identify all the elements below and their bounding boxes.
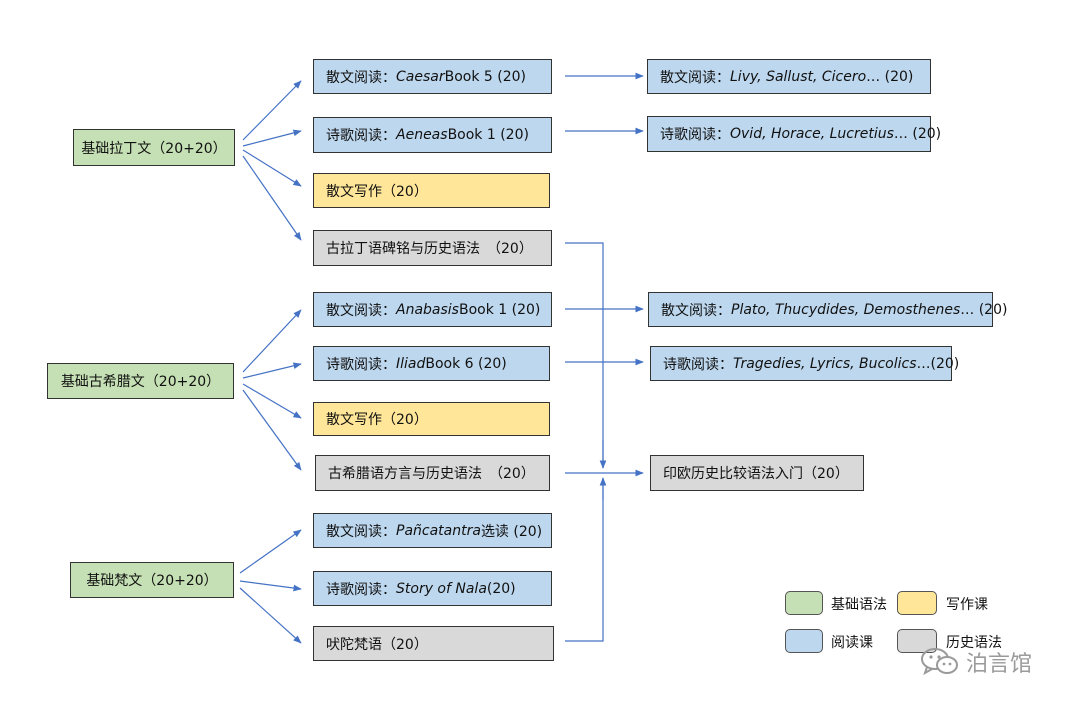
node-latin-poetry-read: 诗歌阅读：Aeneas Book 1 (20): [313, 117, 552, 153]
watermark-text: 泊言馆: [966, 652, 1033, 677]
node-title: Tragedies, Lyrics, Bucolics: [733, 355, 917, 372]
node-greek-prose-write: 散文写作（20）: [313, 402, 550, 436]
legend-label-reading: 阅读课: [831, 635, 873, 651]
node-prefix: 诗歌阅读：: [663, 356, 733, 373]
node-title: Story of Nala: [396, 580, 487, 597]
node-suffix: (20): [486, 580, 516, 597]
node-greek-poetry-read: 诗歌阅读：Iliad Book 6 (20): [313, 346, 550, 381]
node-suffix: … (20): [960, 301, 1008, 318]
node-suffix: Book 5 (20): [444, 68, 526, 85]
node-latin-epigraphy: 古拉丁语碑铭与历史语法 （20）: [313, 230, 552, 266]
node-prefix: 散文阅读：: [660, 69, 730, 86]
node-title: Caesar: [396, 68, 445, 85]
node-title: Iliad: [396, 355, 426, 372]
node-greek-prose-adv: 散文阅读：Plato, Thucydides, Demosthenes… (20…: [648, 292, 1007, 327]
node-title: Pañcatantra: [396, 522, 481, 539]
node-prefix: 诗歌阅读：: [326, 581, 396, 598]
node-greek-dialects: 古希腊语方言与历史语法 （20）: [315, 455, 550, 491]
node-prefix: 散文阅读：: [326, 523, 396, 540]
node-suffix: Book 1 (20): [447, 127, 529, 143]
arrow: [239, 580, 302, 592]
node-prefix: 诗歌阅读：: [326, 128, 396, 144]
arrow: [242, 129, 302, 147]
node-title: Ovid, Horace, Lucretius: [730, 126, 894, 142]
node-prefix: 诗歌阅读：: [326, 356, 396, 373]
node-prefix: 散文阅读：: [326, 69, 396, 86]
node-title: Anabasis: [396, 301, 459, 318]
legend-swatch-green: [785, 591, 823, 615]
node-latin-prose-write: 散文写作（20）: [313, 173, 550, 208]
node-prefix: 诗歌阅读：: [660, 127, 730, 143]
arrow: [242, 149, 302, 187]
arrow: [242, 155, 302, 241]
node-prefix: 散文阅读：: [326, 302, 396, 319]
legend-label-writing: 写作课: [946, 597, 988, 613]
node-latin-base: 基础拉丁文（20+20）: [73, 129, 235, 166]
node-suffix: 选读 (20): [480, 523, 543, 540]
node-latin-prose-adv: 散文阅读：Livy, Sallust, Cicero… (20): [647, 59, 931, 94]
arrow: [239, 587, 302, 644]
node-sanskrit-poetry-read: 诗歌阅读：Story of Nala (20): [313, 571, 552, 606]
node-title: Plato, Thucydides, Demosthenes: [731, 301, 961, 318]
node-suffix: …(20): [916, 355, 960, 372]
legend-label-basic: 基础语法: [831, 597, 887, 613]
node-suffix: … (20): [866, 68, 914, 85]
node-ie-intro: 印欧历史比较语法入门（20）: [650, 455, 864, 491]
node-title: Aeneas: [396, 127, 448, 143]
node-vedic: 吠陀梵语（20）: [313, 626, 554, 661]
node-latin-poetry-adv: 诗歌阅读：Ovid, Horace, Lucretius… (20): [647, 116, 941, 152]
node-suffix: Book 1 (20): [458, 301, 541, 318]
node-prefix: 散文阅读：: [661, 302, 731, 319]
node-title: Livy, Sallust, Cicero: [730, 68, 867, 85]
connector: [565, 478, 604, 642]
wechat-icon: [921, 648, 958, 676]
node-greek-base: 基础古希腊文（20+20）: [47, 363, 234, 399]
node-greek-poetry-adv: 诗歌阅读：Tragedies, Lyrics, Bucolics …(20): [650, 346, 959, 381]
arrow: [239, 529, 302, 574]
node-suffix: Book 6 (20): [425, 355, 507, 372]
node-latin-prose-read: 散文阅读：Caesar Book 5 (20): [313, 59, 552, 94]
legend-label-historical: 历史语法: [946, 635, 1002, 651]
legend-swatch-yellow: [897, 591, 937, 615]
node-sanskrit-base: 基础梵文（20+20）: [70, 562, 234, 598]
arrow: [242, 362, 302, 379]
arrow: [242, 309, 302, 373]
node-greek-prose-read: 散文阅读：Anabasis Book 1 (20): [313, 292, 552, 327]
arrow: [242, 389, 302, 471]
arrow: [242, 80, 302, 141]
node-suffix: … (20): [893, 126, 942, 142]
arrow: [242, 383, 302, 419]
watermark: 泊言馆: [920, 646, 1032, 678]
legend-swatch-blue: [785, 629, 823, 653]
connector: [565, 242, 604, 468]
node-sanskrit-prose-read: 散文阅读：Pañcatantra 选读 (20): [313, 513, 552, 548]
